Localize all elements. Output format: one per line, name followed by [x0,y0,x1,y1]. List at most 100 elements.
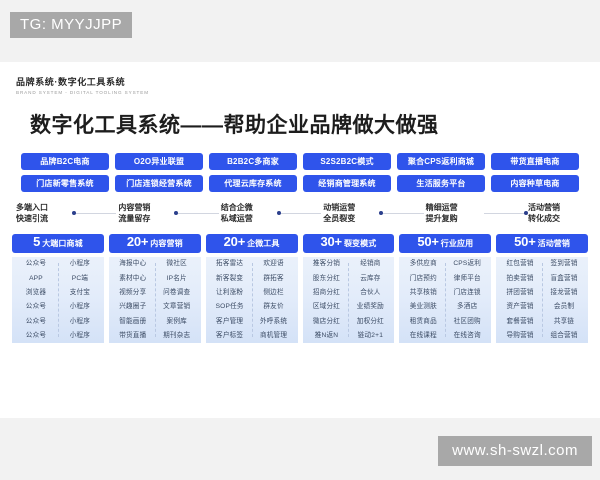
feature-subcolumn-left: 红包营销 拍卖营销 拼团营销 资产营销 套餐营销 导购营销 [498,261,542,339]
solution-pill[interactable]: 生活服务平台 [397,174,485,192]
feature-column-body: 海报中心 素材中心 视频分享 兴趣圈子 智能画册 带货直播 微社区 IP名片 问… [108,257,201,344]
process-flow: 多端入口 快速引流 内容营销 流量留存 结合企微 私域运营 动销运营 全员裂变 … [12,203,588,225]
watermark-tag-text: TG: MYYJJPP [20,16,123,33]
feature-item: 兴趣圈子 [119,303,147,311]
feature-item: 案例库 [166,317,187,325]
solution-pill-grid: 品牌B2C电商 O2O异业联盟 B2B2C多商家 S2S2B2C模式 聚合CPS… [12,152,588,192]
feature-item: 带货直播 [119,331,147,339]
feature-item: 公众号 [25,317,47,325]
feature-item: 素材中心 [119,274,147,282]
feature-column: 20+ 企微工具 拓客雷达 新客裂变 让利涨粉 SOP任务 客户管理 客户标签 … [205,234,298,344]
feature-item: 盲盒营销 [550,274,578,282]
feature-subcolumn-left: 拓客雷达 新客裂变 让利涨粉 SOP任务 客户管理 客户标签 [208,261,252,339]
feature-column-body: 推客分销 股东分红 招商分红 区域分红 微店分红 推N返N 经销商 云库存 合伙… [302,257,395,344]
feature-item: 客户标签 [216,331,244,339]
feature-item: 期刊杂志 [163,331,191,339]
flow-step: 多端入口 快速引流 [16,203,72,225]
feature-subcolumn-right: CPS返利 律师平台 门店连锁 多酒店 社区团购 在线咨询 [445,261,489,339]
feature-column-count: 20+ [126,234,149,250]
feature-item: 在线课程 [409,331,437,339]
feature-item: 拼团营销 [506,289,534,297]
feature-column: 5 大端口商城 公众号 APP 浏览器 公众号 公众号 公众号 小程序 PC端 … [12,234,104,344]
feature-column-header[interactable]: 20+ 企微工具 [205,234,298,254]
feature-item: 新客裂变 [216,274,244,282]
feature-item: 股东分红 [312,274,341,282]
feature-column-count: 20+ [223,234,246,250]
feature-item: 外呼系统 [259,317,288,325]
feature-item: 链动2+1 [357,331,384,339]
watermark-tag-top: TG: MYYJJPP [10,12,133,38]
feature-subcolumn-right: 欢迎语 群拓客 侧边栏 群友价 外呼系统 商机管理 [252,261,296,339]
feature-item: 拓客雷达 [216,260,244,268]
feature-item: 组合营销 [550,331,578,339]
feature-item: 云库存 [360,274,381,282]
feature-column-label: 活动营销 [537,239,570,249]
feature-column-body: 拓客雷达 新客裂变 让利涨粉 SOP任务 客户管理 客户标签 欢迎语 群拓客 侧… [205,257,298,344]
feature-item: 浏览器 [25,289,47,297]
feature-column: 20+ 内容营销 海报中心 素材中心 视频分享 兴趣圈子 智能画册 带货直播 微… [108,234,201,344]
feature-item: PC端 [71,274,89,282]
feature-subcolumn-right: 签到营销 盲盒营销 接龙营销 会员制 共享链 组合营销 [542,261,586,339]
feature-column: 50+ 活动营销 红包营销 拍卖营销 拼团营销 资产营销 套餐营销 导购营销 签… [496,234,588,344]
feature-subcolumn-left: 公众号 APP 浏览器 公众号 公众号 公众号 [14,261,58,339]
feature-column-count: 30+ [320,234,342,250]
flow-step: 结合企微 私域运营 [221,203,277,225]
feature-column-header[interactable]: 50+ 行业应用 [399,234,492,254]
feature-column-label: 大端口商城 [42,239,83,249]
solution-pill[interactable]: O2O异业联盟 [115,152,203,170]
feature-item: 商机管理 [259,331,288,339]
feature-item: APP [29,274,43,282]
feature-item: 律师平台 [453,274,481,282]
flow-step-line2: 流量留存 [118,213,151,223]
flow-step-line2: 快速引流 [15,213,48,223]
solution-pill[interactable]: 门店连锁经营系统 [115,174,203,192]
feature-item: 美业测肤 [409,303,437,311]
feature-item: 推N返N [314,331,339,339]
solution-pill[interactable]: 带货直播电商 [491,152,579,170]
feature-item: IP名片 [166,274,187,282]
feature-column-header[interactable]: 20+ 内容营销 [108,234,201,254]
feature-item: 让利涨粉 [216,289,244,297]
page-title: 数字化工具系统——帮助企业品牌做大做强 [30,113,439,137]
flow-step-line1: 结合企微 [220,202,253,212]
solution-pill-row-2: 门店新零售系统 门店连锁经营系统 代理云库存系统 经销商管理系统 生活服务平台 … [12,174,588,192]
feature-item: 经销商 [360,260,381,268]
flow-connector-icon [276,210,322,217]
feature-column-header[interactable]: 30+ 裂变模式 [302,234,395,254]
solution-pill[interactable]: 品牌B2C电商 [21,152,109,170]
feature-item: 业绩奖励 [356,303,384,311]
feature-item: SOP任务 [215,303,244,311]
feature-item: 问卷调查 [163,289,191,297]
feature-item: 小程序 [69,303,91,311]
feature-item: CPS返利 [453,260,482,268]
feature-column-header[interactable]: 5 大端口商城 [12,234,104,254]
feature-subcolumn-right: 小程序 PC端 支付宝 小程序 小程序 小程序 [58,261,102,339]
feature-item: 微社区 [166,260,187,268]
feature-item: 在线咨询 [453,331,481,339]
flow-connector-icon [483,210,529,217]
feature-item: 签到营销 [550,260,578,268]
feature-item: 支付宝 [69,289,91,297]
feature-column-count: 50+ [514,234,536,250]
feature-column: 50+ 行业应用 多供应商 门店预约 共享核销 美业测肤 租赁商品 在线课程 C… [399,234,492,344]
flow-step-line1: 动销运营 [323,202,356,212]
solution-pill[interactable]: S2S2B2C模式 [303,152,391,170]
feature-item: 社区团购 [453,317,481,325]
feature-item: 推客分销 [312,260,341,268]
feature-item: 小程序 [69,331,91,339]
feature-column-header[interactable]: 50+ 活动营销 [496,234,588,254]
flow-step-line2: 转化成交 [528,213,561,223]
solution-pill[interactable]: 聚合CPS返利商城 [397,152,485,170]
watermark-url-bottom: www.sh-swzl.com [438,436,592,466]
solution-pill[interactable]: 内容种草电商 [491,174,579,192]
solution-pill[interactable]: B2B2C多商家 [209,152,297,170]
watermark-url-text: www.sh-swzl.com [452,442,578,459]
solution-pill[interactable]: 门店新零售系统 [21,174,109,192]
brand-name-cn: 品牌系统·数字化工具系统 [16,77,126,87]
solution-pill[interactable]: 代理云库存系统 [209,174,297,192]
feature-item: 群友价 [263,303,284,311]
feature-item: 合伙人 [360,289,381,297]
feature-column-label: 企微工具 [247,239,280,249]
solution-pill[interactable]: 经销商管理系统 [303,174,391,192]
flow-connector-icon [174,210,220,217]
